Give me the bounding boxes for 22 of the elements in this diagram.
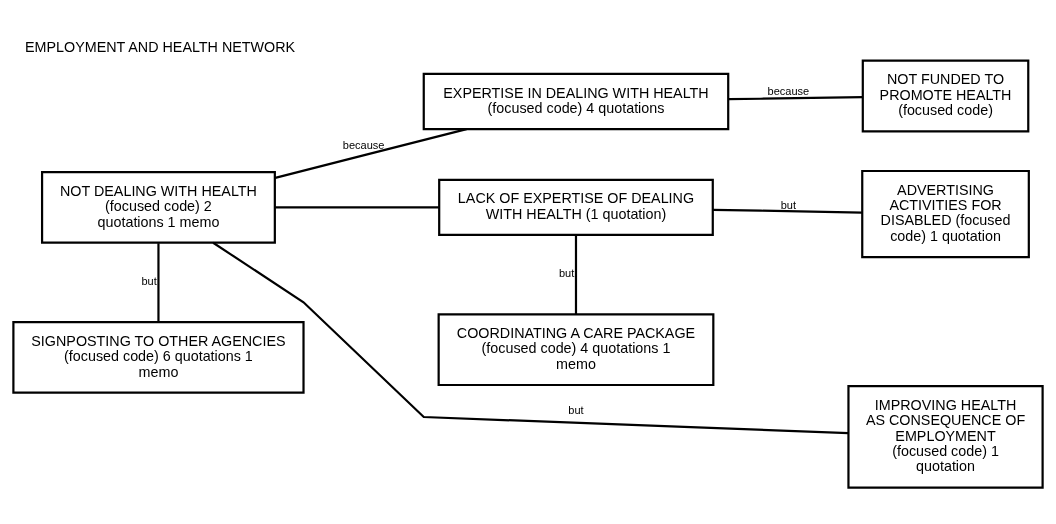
node-box: EXPERTISE IN DEALING WITH HEALTH (focused code) 4 quotations — [422, 72, 730, 131]
connector — [275, 206, 439, 209]
connector — [157, 243, 160, 322]
connector — [274, 128, 467, 179]
node-box: ADVERTISING ACTIVITIES FOR DISABLED (focused code) 1 quotation — [861, 169, 1030, 259]
node-box: LACK OF EXPERTISE OF DEALING WITH HEALTH (1 quotation) — [438, 178, 714, 237]
node-box: COORDINATING A CARE PACKAGE (focused code) 4 quotations 1 memo — [437, 313, 715, 387]
edge-label: but — [780, 198, 796, 211]
diagram-title: EMPLOYMENT AND HEALTH NETWORK — [25, 39, 296, 56]
node-box: IMPROVING HEALTH AS CONSEQUENCE OF EMPLOYMENT (focused code) 1 quotation — [847, 385, 1044, 489]
connector — [212, 241, 849, 435]
edge-label: but — [141, 275, 157, 288]
connector — [712, 208, 863, 214]
node-box: NOT FUNDED TO PROMOTE HEALTH (focused code) — [861, 59, 1030, 133]
edge-label: because — [767, 84, 810, 97]
edge-label: because — [342, 138, 385, 151]
node-box: SIGNPOSTING TO OTHER AGENCIES (focused code) 6 quotations 1 memo — [12, 321, 305, 394]
connector — [574, 235, 578, 315]
edge-label: but — [568, 403, 584, 416]
edge-label: but — [558, 267, 575, 280]
node-box: NOT DEALING WITH HEALTH (focused code) 2 quotations 1 memo — [40, 171, 276, 244]
connector — [728, 96, 863, 101]
